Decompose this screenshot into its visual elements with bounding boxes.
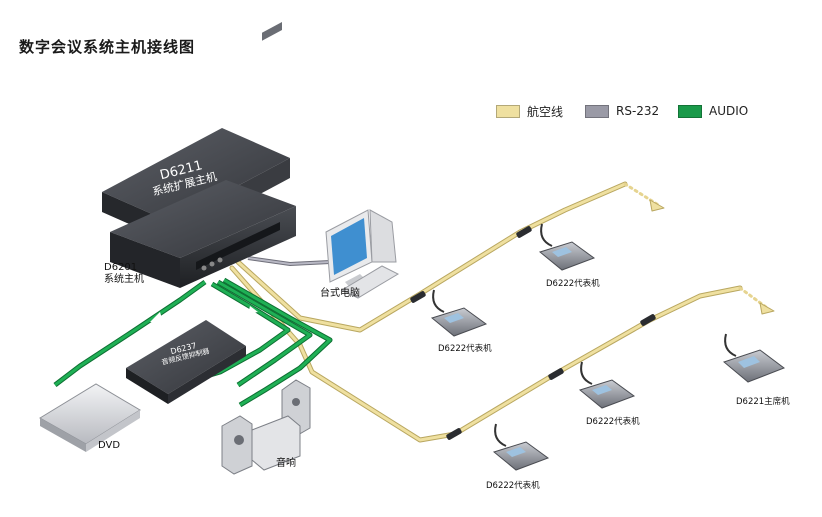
rs232-cable — [247, 256, 331, 267]
legend-label-audio: AUDIO — [709, 104, 749, 118]
delegate-unit-label: D6222代表机 — [486, 481, 540, 491]
feedback-suppressor-device — [126, 320, 246, 404]
delegate-unit-2 — [430, 289, 488, 337]
speaker-label: 音响 — [276, 458, 296, 469]
delegate-unit-3 — [578, 361, 636, 409]
cable-connectors — [410, 226, 656, 440]
legend-swatch-aviation — [496, 104, 520, 118]
delegate-unit-label: D6222代表机 — [438, 344, 492, 354]
delegate-unit-4 — [492, 423, 550, 471]
legend-swatch-audio — [678, 104, 702, 118]
delegate-unit-label: D6222代表机 — [586, 417, 640, 427]
main-host-model: D6201 — [104, 262, 138, 273]
pc-device — [325, 209, 400, 299]
chairman-unit — [722, 333, 786, 383]
continue-arrow-2 — [759, 302, 775, 315]
legend-label-rs232: RS-232 — [616, 104, 660, 118]
legend-label-aviation: 航空线 — [527, 104, 564, 119]
audio-arrow — [264, 350, 274, 360]
pc-label: 台式电脑 — [320, 288, 360, 299]
chairman-unit-label: D6221主席机 — [736, 397, 790, 407]
dvd-label: DVD — [98, 440, 121, 451]
aviation-cables — [229, 181, 775, 443]
main-host-device — [110, 180, 296, 288]
audio-arrow — [150, 312, 163, 322]
continue-arrow-1 — [649, 199, 665, 212]
speaker-device — [221, 379, 311, 475]
audio-arrow — [248, 306, 258, 314]
dvd-device — [39, 383, 141, 452]
main-host-label: D6201 系统主机 — [104, 262, 144, 285]
delegate-unit-1 — [538, 223, 596, 271]
legend-aviation-cable: 航空线 — [496, 103, 563, 119]
delegate-unit-label: D6222代表机 — [546, 279, 600, 289]
main-host-name: 系统主机 — [104, 273, 144, 285]
page-title: 数字会议系统主机接线图 — [19, 38, 196, 56]
legend-swatch-rs232 — [585, 104, 609, 118]
legend-audio: AUDIO — [678, 103, 748, 119]
legend-rs232: RS-232 — [585, 103, 659, 119]
